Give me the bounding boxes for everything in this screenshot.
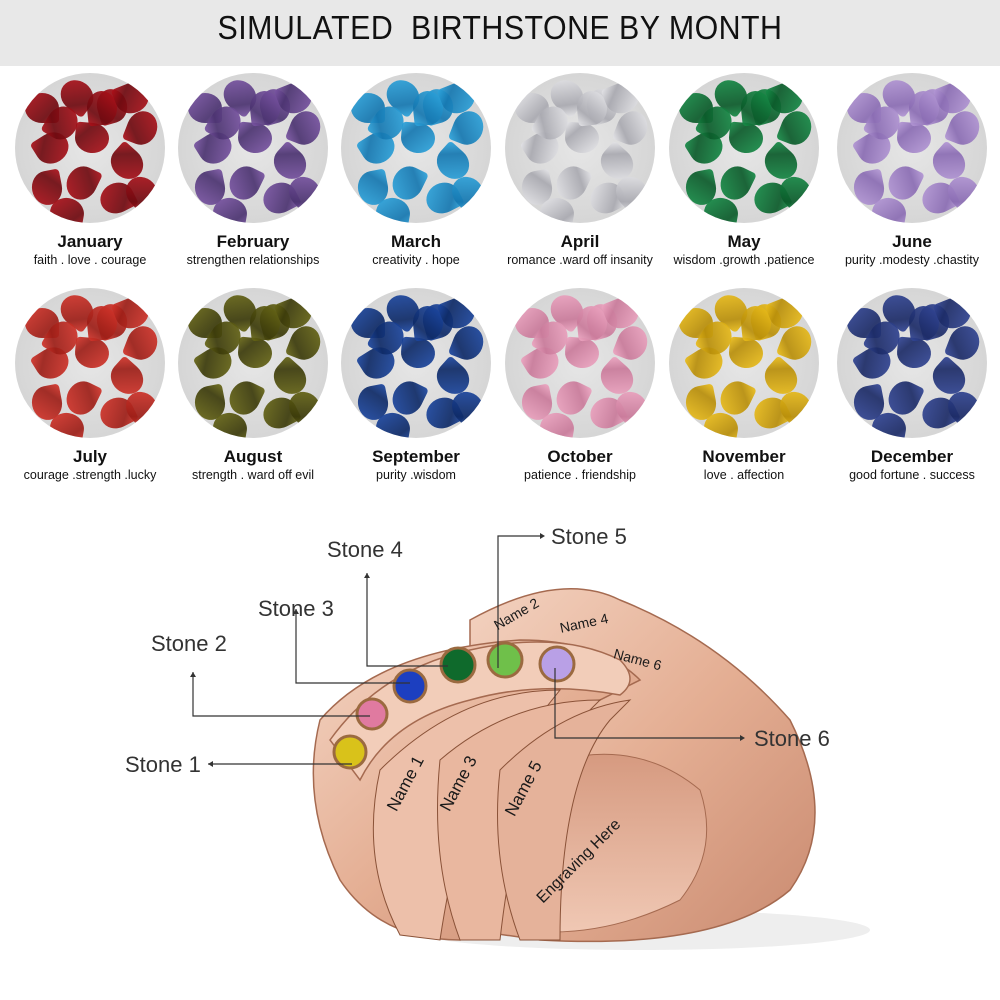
gem-shard bbox=[563, 121, 601, 155]
month-card-september: September purity .wisdom bbox=[333, 288, 499, 483]
month-card-august: August strength . ward off evil bbox=[170, 288, 336, 483]
august-gem-image bbox=[178, 288, 328, 438]
gem-shard bbox=[73, 336, 111, 370]
january-gem-image bbox=[15, 73, 165, 223]
october-gem-image bbox=[505, 288, 655, 438]
header-band: SIMULATED BIRTHSTONE BY MONTH bbox=[0, 0, 1000, 66]
gem-shard bbox=[399, 336, 437, 370]
month-name: October bbox=[547, 447, 613, 466]
month-card-may: May wisdom .growth .patience bbox=[661, 73, 827, 268]
month-name: March bbox=[390, 232, 442, 251]
month-traits: love . affection bbox=[703, 468, 785, 482]
month-traits: strength . ward off evil bbox=[191, 468, 315, 482]
gem-shard bbox=[236, 121, 274, 155]
gem-shard bbox=[399, 121, 437, 155]
callout-stone-1: Stone 1 bbox=[125, 752, 201, 777]
september-gem-image bbox=[341, 288, 491, 438]
callout-stone-3: Stone 3 bbox=[258, 596, 334, 621]
february-gem-image bbox=[178, 73, 328, 223]
gem-shard bbox=[563, 336, 601, 370]
month-name: April bbox=[560, 232, 600, 251]
month-traits: wisdom .growth .patience bbox=[673, 253, 815, 267]
month-name: August bbox=[223, 447, 283, 466]
month-traits: creativity . hope bbox=[372, 253, 460, 267]
gem-shard bbox=[727, 121, 765, 155]
month-card-july: July courage .strength .lucky bbox=[7, 288, 173, 483]
month-name: September bbox=[372, 447, 460, 466]
april-gem-image bbox=[505, 73, 655, 223]
month-traits: courage .strength .lucky bbox=[23, 468, 157, 482]
month-card-november: November love . affection bbox=[661, 288, 827, 483]
month-traits: purity .modesty .chastity bbox=[844, 253, 980, 267]
callout-stone-6: Stone 6 bbox=[754, 726, 830, 751]
month-name: May bbox=[727, 232, 761, 251]
month-name: November bbox=[702, 447, 786, 466]
month-name: December bbox=[870, 447, 954, 466]
callout-stone-5: Stone 5 bbox=[551, 524, 627, 549]
month-card-october: October patience . friendship bbox=[497, 288, 663, 483]
december-gem-image bbox=[837, 288, 987, 438]
gem-shard bbox=[895, 336, 933, 370]
month-card-january: January faith . love . courage bbox=[7, 73, 173, 268]
gem-shard bbox=[236, 336, 274, 370]
march-gem-image bbox=[341, 73, 491, 223]
may-gem-image bbox=[669, 73, 819, 223]
ring-illustration bbox=[190, 533, 870, 950]
month-traits: good fortune . success bbox=[849, 468, 975, 482]
month-traits: romance .ward off insanity bbox=[507, 253, 653, 267]
gem-shard bbox=[727, 336, 765, 370]
month-name: July bbox=[72, 447, 108, 466]
month-card-march: March creativity . hope bbox=[333, 73, 499, 268]
july-gem-image bbox=[15, 288, 165, 438]
page-title: SIMULATED BIRTHSTONE BY MONTH bbox=[217, 9, 783, 46]
month-name: February bbox=[216, 232, 290, 251]
gem-shard bbox=[73, 121, 111, 155]
month-card-june: June purity .modesty .chastity bbox=[829, 73, 995, 268]
month-traits: patience . friendship bbox=[524, 468, 636, 482]
month-card-february: February strengthen relationships bbox=[170, 73, 336, 268]
month-name: January bbox=[57, 232, 123, 251]
month-traits: faith . love . courage bbox=[33, 253, 147, 267]
ring-diagram: Stone 1 Stone 2 Stone 3 Stone 4 Stone 5 … bbox=[0, 500, 1000, 1000]
month-card-december: December good fortune . success bbox=[829, 288, 995, 483]
month-traits: purity .wisdom bbox=[376, 468, 456, 482]
month-card-april: April romance .ward off insanity bbox=[497, 73, 663, 268]
june-gem-image bbox=[837, 73, 987, 223]
gem-shard bbox=[895, 121, 933, 155]
month-traits: strengthen relationships bbox=[186, 253, 320, 267]
november-gem-image bbox=[669, 288, 819, 438]
month-name: June bbox=[892, 232, 932, 251]
callout-stone-2: Stone 2 bbox=[151, 631, 227, 656]
callout-stone-4: Stone 4 bbox=[327, 537, 403, 562]
